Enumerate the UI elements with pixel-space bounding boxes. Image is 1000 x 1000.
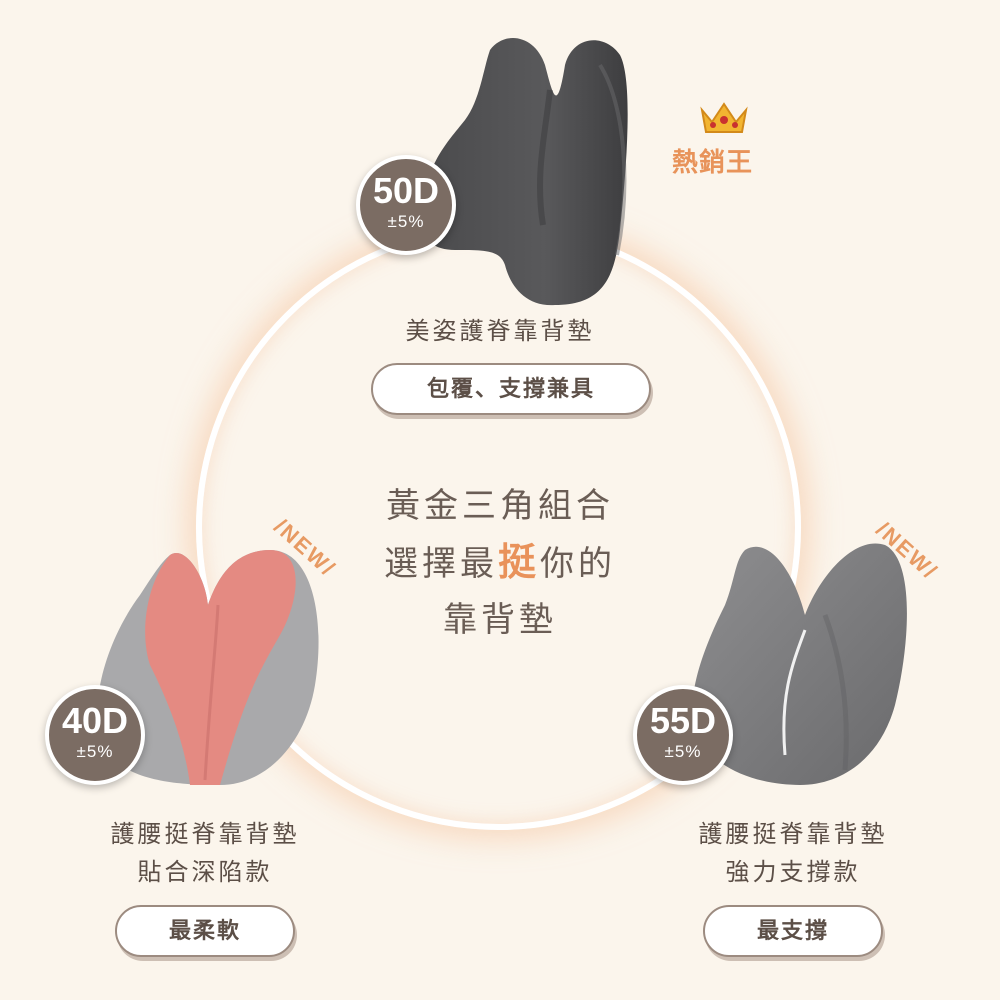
top-pillow-image bbox=[420, 38, 628, 306]
headline-line-1: 黃金三角組合 bbox=[386, 486, 614, 526]
density-badge-top: 50D ±5% bbox=[356, 155, 456, 255]
top-feature-pill: 包覆、支撐兼具 bbox=[371, 363, 651, 415]
right-product-name: 護腰挺脊靠背墊 強力支撐款 bbox=[698, 820, 888, 886]
density-tolerance: ±5% bbox=[387, 212, 425, 231]
density-value: 50D bbox=[372, 170, 440, 211]
left-feature-pill: 最柔軟 bbox=[115, 905, 295, 957]
left-product-name: 護腰挺脊靠背墊 貼合深陷款 bbox=[110, 820, 300, 886]
left-pillow-image bbox=[97, 550, 319, 785]
density-badge-left: 40D ±5% bbox=[45, 685, 145, 785]
density-tolerance: ±5% bbox=[664, 742, 702, 761]
density-badge-right: 55D ±5% bbox=[633, 685, 733, 785]
density-value: 55D bbox=[649, 700, 717, 741]
headline-line-3: 靠背墊 bbox=[443, 600, 557, 640]
right-feature-pill: 最支撐 bbox=[703, 905, 883, 957]
crown-icon bbox=[698, 98, 750, 142]
best-seller-label: 熱銷王 bbox=[672, 148, 754, 178]
density-tolerance: ±5% bbox=[76, 742, 114, 761]
headline-line-2: 選擇最挺你的 bbox=[383, 540, 616, 584]
density-value: 40D bbox=[61, 700, 129, 741]
headline-highlight: 挺 bbox=[497, 540, 540, 584]
top-product-name: 美姿護脊靠背墊 bbox=[405, 317, 595, 345]
right-pillow-image bbox=[692, 543, 907, 785]
center-headline: 黃金三角組合 選擇最挺你的 靠背墊 bbox=[330, 478, 670, 648]
